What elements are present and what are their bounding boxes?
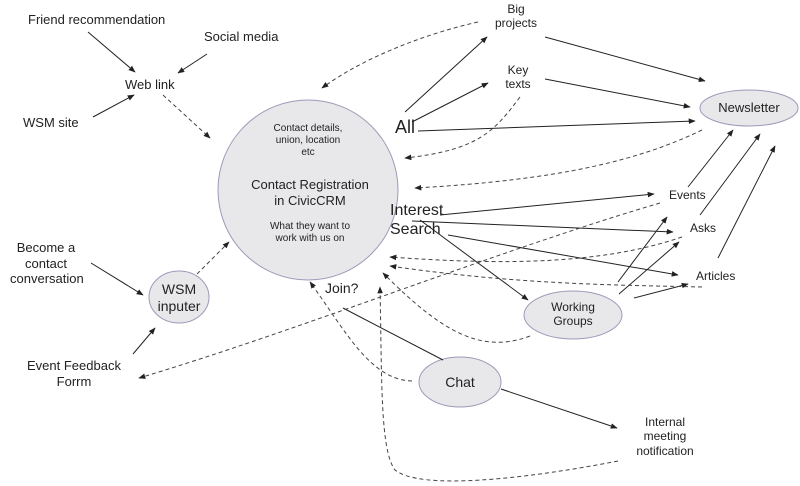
wsm-inputer-line: inputer [157, 297, 201, 314]
working-groups-line: Groups [553, 314, 593, 329]
interest-search-line: Search [390, 221, 441, 239]
wsm-inputer-label: WSM inputer [149, 281, 209, 315]
contact-registration-circle[interactable] [217, 99, 399, 281]
edge-chat-internal [500, 388, 618, 429]
events-label[interactable]: Events [669, 188, 706, 202]
edge-bigprojects-registration [321, 21, 479, 89]
edge-articles-registration [389, 264, 703, 288]
edge-wsmsite-weblink [92, 94, 135, 118]
edge-internal-registration [377, 286, 619, 482]
registration-title-label: Contact Registration in CivicCRM [240, 177, 380, 208]
become-contact-line: conversation [10, 271, 84, 287]
edge-asks-registration [389, 236, 683, 263]
edge-wg-registration [382, 272, 531, 343]
working-groups-line: Working [551, 300, 595, 314]
registration-details-line: Contact details, [273, 123, 343, 134]
edge-all-keytexts [411, 82, 489, 123]
edge-all-newsletter [417, 118, 696, 132]
key-texts-line: Key [507, 63, 529, 77]
registration-title-line: in CivicCRM [274, 192, 346, 208]
registration-wants-line: work with us on [275, 233, 345, 244]
wsm-site-label: WSM site [23, 115, 79, 130]
registration-details-label: Contact details, union, location etc [258, 123, 358, 159]
registration-title-line: Contact Registration [251, 177, 369, 192]
interest-search-line: Interest [390, 202, 444, 219]
edge-eventfeedback-inputer [132, 327, 156, 355]
edge-inputer-registration [196, 241, 230, 275]
become-contact-line: Become a [16, 240, 76, 255]
edge-events-newsletter [687, 129, 734, 188]
interest-search-label[interactable]: Interest Search [390, 201, 443, 239]
edge-all-bigprojects [404, 36, 488, 113]
event-feedback-label: Event Feedback Forrm [22, 358, 126, 389]
wsm-inputer-ellipse[interactable] [148, 270, 210, 324]
internal-meeting-label[interactable]: Internal meeting notification [628, 415, 702, 458]
edge-join-chat [342, 307, 444, 361]
newsletter-ellipse[interactable] [699, 89, 799, 127]
edge-bigprojects-newsletter [544, 36, 706, 83]
edge-articles-newsletter [717, 145, 776, 259]
asks-label[interactable]: Asks [690, 221, 717, 235]
newsletter-label[interactable]: Newsletter [718, 100, 780, 115]
social-media-label: Social media [204, 29, 279, 44]
wsm-inputer-line: WSM [161, 281, 197, 297]
join-label[interactable]: Join? [325, 280, 359, 296]
working-groups-ellipse[interactable] [523, 290, 623, 340]
edge-weblink-registration [162, 94, 211, 139]
edge-asks-newsletter [699, 133, 761, 216]
edge-social-weblink [177, 53, 208, 74]
friend-recommendation-label: Friend recommendation [28, 12, 166, 27]
edge-interest-events [439, 191, 655, 216]
edge-interest-asks [411, 220, 674, 235]
edge-become-inputer [90, 262, 144, 296]
registration-wants-label: What they want to work with us on [265, 221, 355, 245]
working-groups-label: Working Groups [533, 300, 613, 329]
internal-meeting-line: notification [636, 443, 694, 458]
edge-friend-weblink [87, 31, 136, 73]
edge-events-eventfeedback [138, 202, 661, 379]
key-texts-label[interactable]: Key texts [498, 63, 538, 92]
big-projects-label[interactable]: Big projects [486, 2, 546, 31]
registration-details-line: union, location [275, 135, 341, 146]
chat-ellipse[interactable] [418, 356, 502, 408]
web-link-label[interactable]: Web link [125, 77, 175, 92]
become-contact-line: contact [25, 255, 67, 271]
edge-keytexts-registration [404, 96, 521, 161]
internal-meeting-line: Internal [644, 415, 686, 429]
articles-label[interactable]: Articles [696, 269, 736, 283]
big-projects-line: projects [494, 16, 538, 31]
edge-chat-registration [309, 281, 413, 382]
edge-keytexts-newsletter [544, 78, 691, 109]
internal-meeting-line: meeting [643, 429, 687, 444]
edge-interest-articles [447, 234, 679, 277]
registration-details-line: etc [301, 147, 315, 158]
big-projects-line: Big [507, 2, 525, 16]
edge-newsletter-registration [414, 129, 703, 191]
event-feedback-line: Forrm [56, 373, 92, 389]
all-label[interactable]: All [395, 117, 416, 137]
edge-interest-workinggroups [419, 219, 529, 301]
chat-label: Chat [445, 374, 475, 390]
key-texts-line: texts [505, 77, 531, 92]
become-contact-label: Become a contact conversation [10, 240, 84, 287]
event-feedback-line: Event Feedback [27, 358, 121, 373]
edge-wg-events [617, 216, 668, 283]
registration-wants-line: What they want to [269, 221, 351, 232]
